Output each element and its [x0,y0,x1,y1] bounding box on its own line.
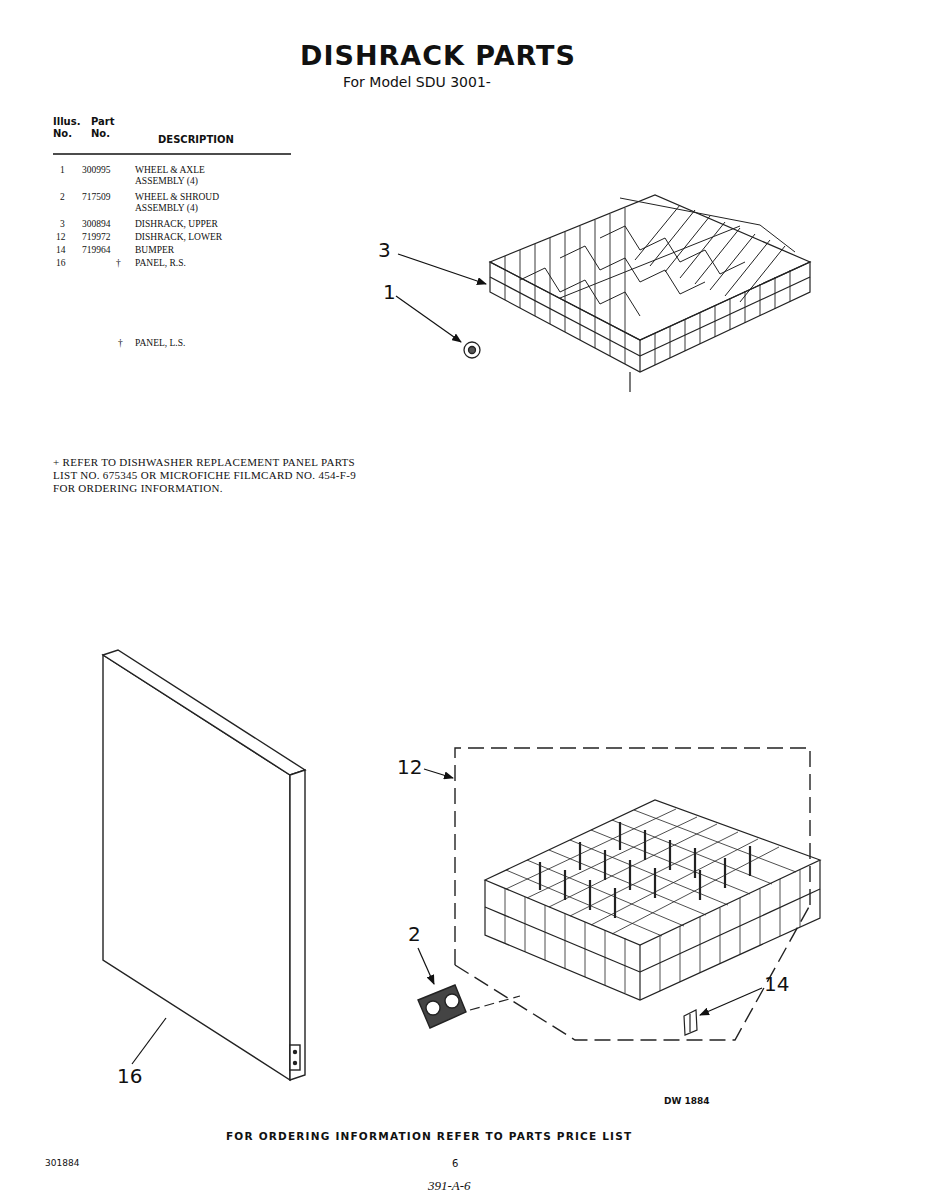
leader-line [396,296,461,342]
table-cell: † [116,258,121,269]
handwritten-note: 391-A-6 [428,1178,471,1194]
footnote: + REFER TO DISHWASHER REPLACEMENT PANEL … [53,456,363,496]
page-number: 6 [452,1158,458,1170]
leader-line [132,1018,166,1064]
table-cell: 717509 [82,192,111,203]
leader-line [424,769,453,778]
table-cell: WHEEL & AXLE ASSEMBLY (4) [135,165,245,188]
lower-dishrack [485,800,820,1000]
bumper [684,1010,697,1035]
wheel-axle [464,342,480,358]
assembly-bracket [455,748,810,965]
table-cell: 2 [60,192,65,203]
table-cell: 16 [56,258,66,269]
model-subtitle: For Model SDU 3001- [343,74,491,91]
callout-number: 2 [408,922,421,946]
table-cell: DISHRACK, LOWER [135,232,222,243]
table-cell: 1 [60,165,65,176]
leader-line [418,948,434,984]
table-cell: PANEL, R.S. [135,258,186,269]
table-header: Part No. [91,116,121,140]
table-header: DESCRIPTION [158,134,234,146]
assembly-line [470,996,520,1010]
callout-number: 14 [764,972,789,996]
table-cell: 719964 [82,245,111,256]
assembly-bracket [455,905,810,1040]
callout-number: 1 [383,280,396,304]
table-cell: 14 [56,245,66,256]
table-cell: 12 [56,232,66,243]
callout-number: 12 [397,755,422,779]
callout-number: 16 [117,1064,142,1088]
table-cell: 300995 [82,165,111,176]
table-cell: 719972 [82,232,111,243]
wheel-shroud [418,985,466,1028]
upper-dishrack [490,195,810,392]
side-panel [103,650,305,1080]
table-cell: PANEL, L.S. [135,338,185,349]
leader-line [398,254,486,284]
table-cell: 300894 [82,219,111,230]
drawing-number: DW 1884 [664,1096,710,1107]
table-cell: 3 [60,219,65,230]
table-cell: DISHRACK, UPPER [135,219,218,230]
footer-caption: FOR ORDERING INFORMATION REFER TO PARTS … [226,1130,632,1143]
table-cell: BUMPER [135,245,174,256]
table-cell: WHEEL & SHROUD ASSEMBLY (4) [135,192,245,215]
callout-number: 3 [378,238,391,262]
table-header: Illus. No. [53,116,87,140]
footnote-mark: † [118,338,123,349]
leader-line [700,988,762,1015]
page-title: DISHRACK PARTS [300,40,576,72]
table-rule [53,153,291,154]
document-number: 301884 [45,1158,79,1169]
